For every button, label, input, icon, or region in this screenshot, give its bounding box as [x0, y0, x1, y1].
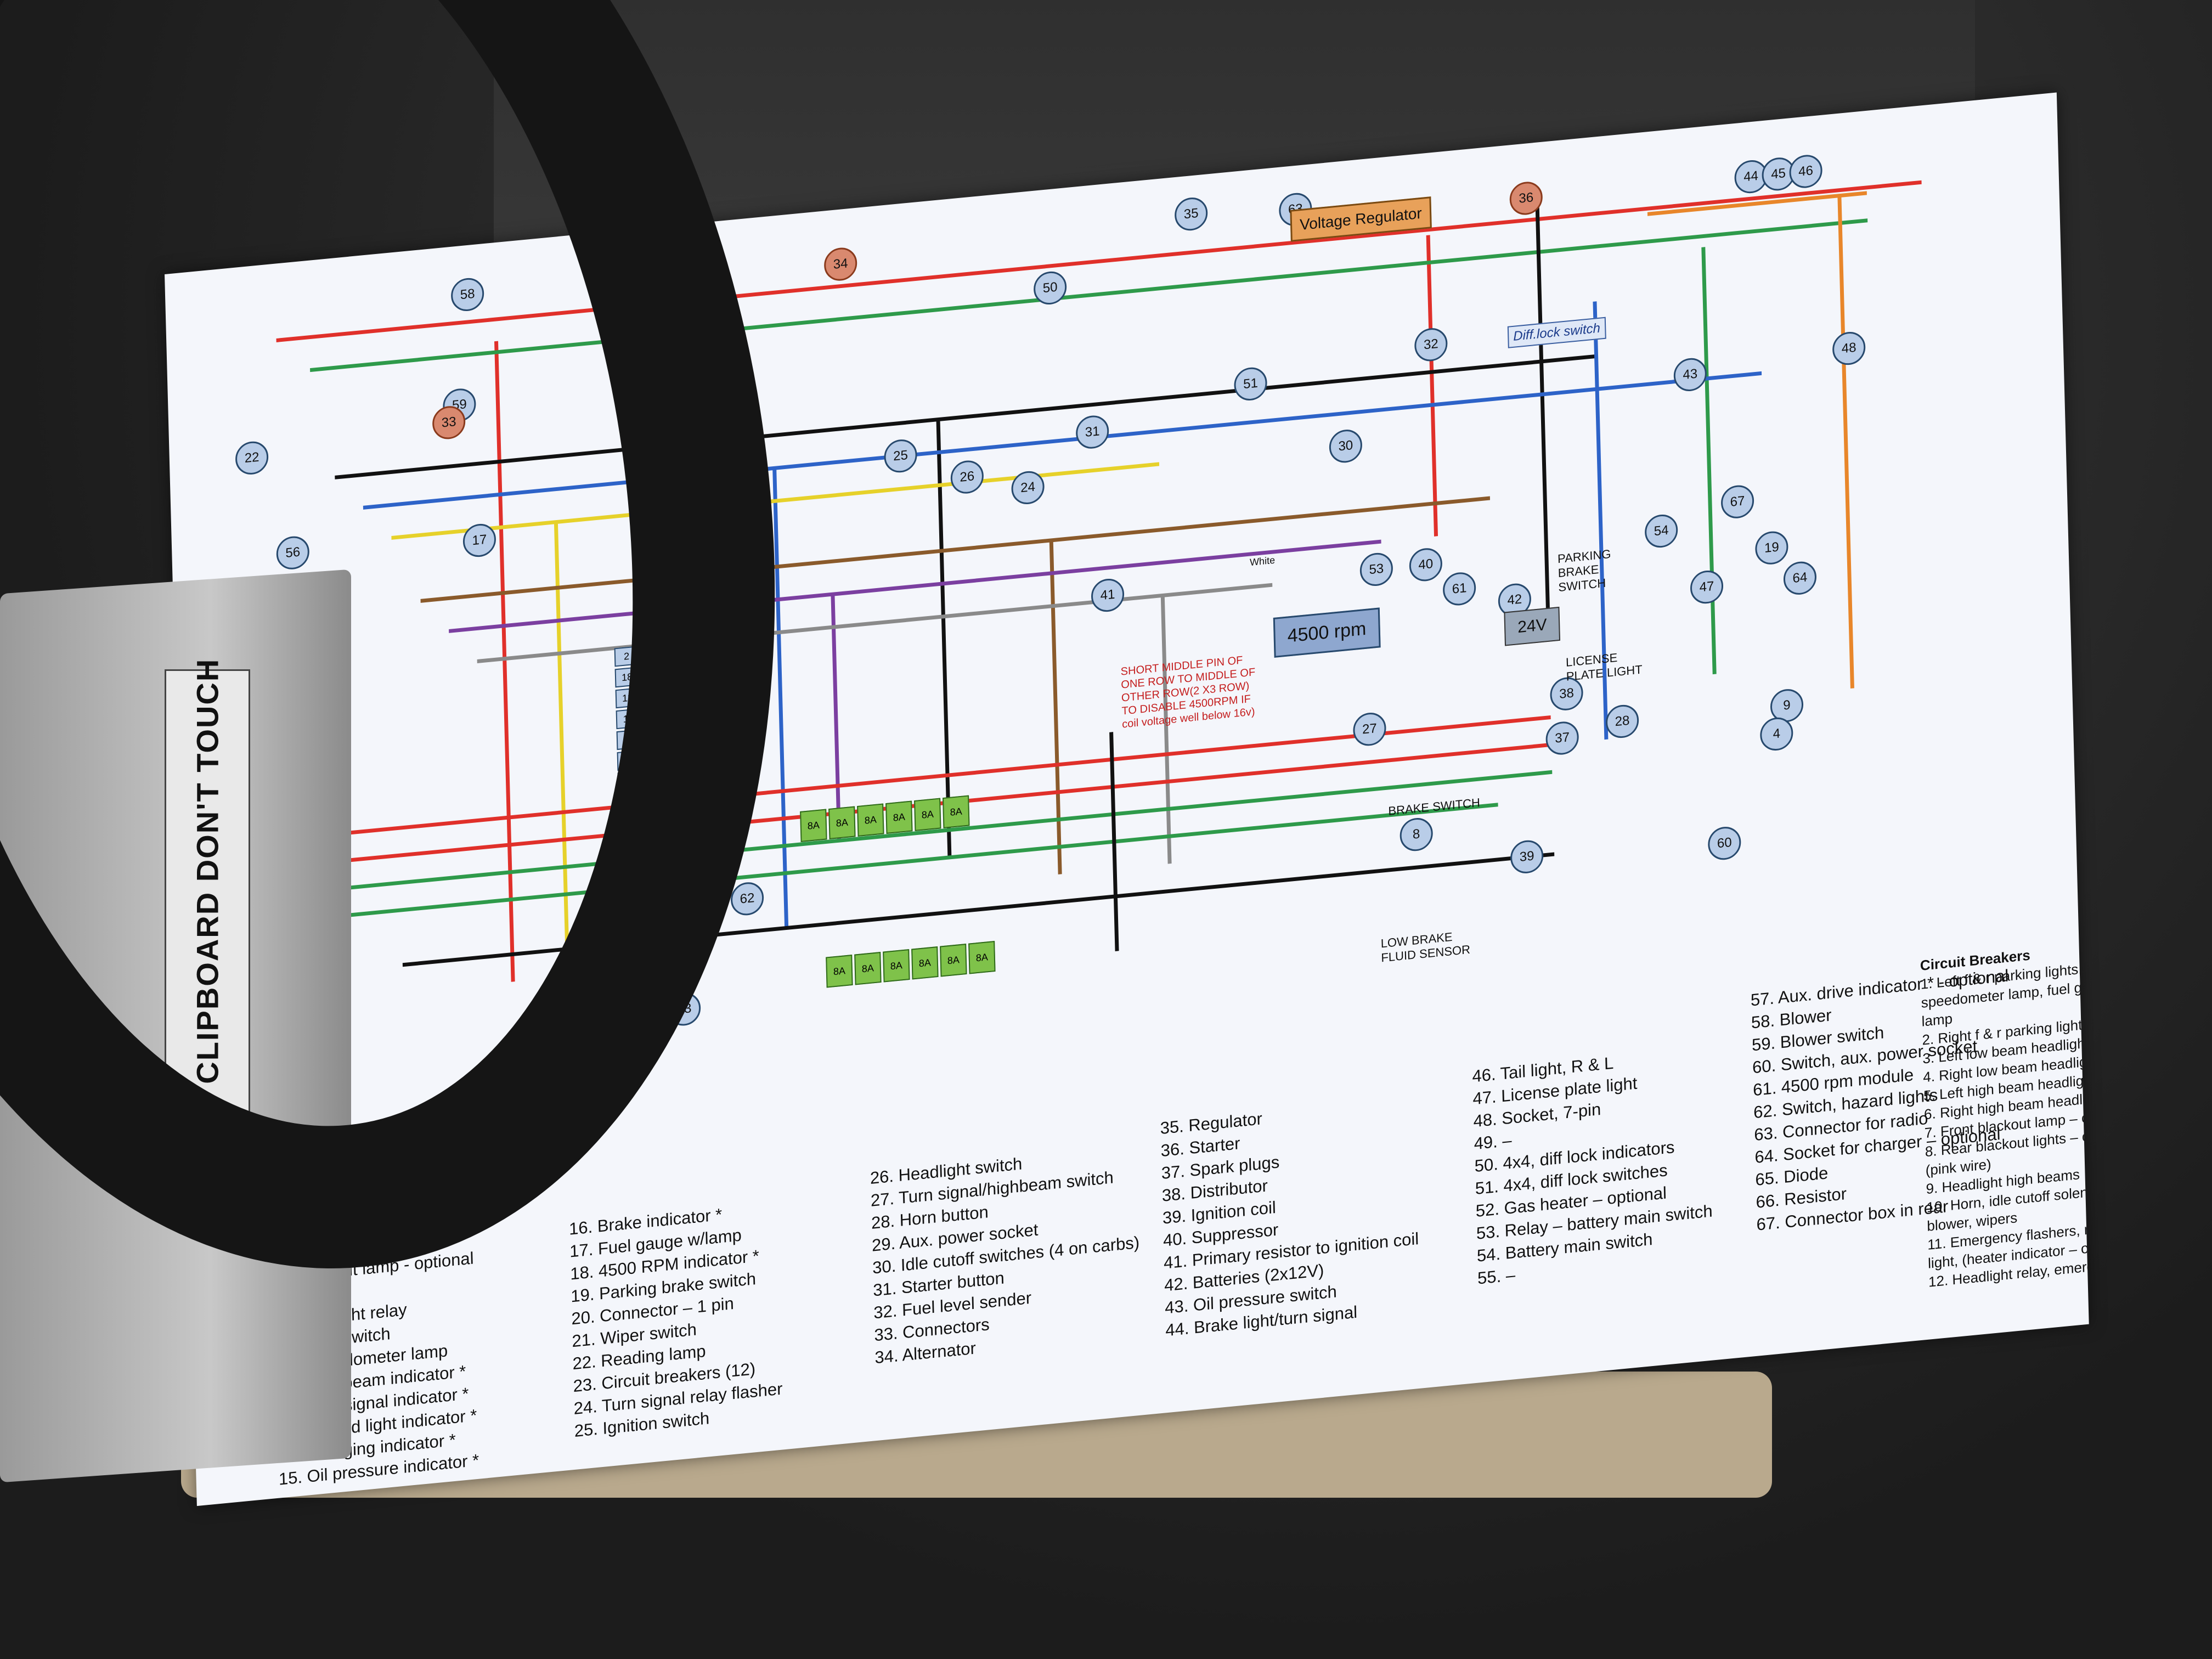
white-wire-label: White	[1249, 554, 1276, 568]
circuit-breaker: 8A	[800, 809, 827, 842]
wire-green-10	[345, 770, 1553, 918]
circuit-breaker: 8A	[885, 800, 913, 834]
circuit-breaker: 8A	[968, 941, 996, 974]
circuit-breaker: 8A	[857, 803, 884, 837]
battery-box: 24V	[1504, 606, 1561, 646]
circuit-breaker: 8A	[943, 795, 970, 828]
circuit-breaker: 8A	[911, 946, 939, 980]
wire-gray-7	[477, 583, 1273, 864]
rpm-disable-note: SHORT MIDDLE PIN OF ONE ROW TO MIDDLE OF…	[1120, 654, 1256, 731]
wire-orange-8	[1647, 191, 1867, 689]
circuit-breaker-list: Circuit Breakers 1. Left f & r parking l…	[1920, 936, 2089, 1291]
wire-black-11	[402, 732, 1555, 967]
circuit-breaker: 8A	[854, 952, 882, 985]
parking-brake-label: PARKING BRAKE SWITCH	[1557, 546, 1611, 595]
wire-black-2	[335, 197, 1596, 858]
clipboard-label: JIM'S CLIPBOARD DON'T TOUCH	[165, 658, 250, 1178]
circuit-breaker: 8A	[940, 944, 967, 977]
circuit-breaker: 8A	[826, 955, 853, 988]
wire-red-0	[276, 180, 1922, 982]
circuit-breaker: 8A	[883, 949, 910, 983]
legend-column-2: 16. Brake indicator *17. Fuel gauge w/la…	[569, 1198, 783, 1442]
circuit-breaker: 8A	[828, 806, 856, 839]
wiring-diagram-sheet: 5859223356172166652071024262562233450356…	[165, 92, 2089, 1506]
wiring-lines	[276, 180, 1922, 1005]
circuit-breaker: 8A	[914, 798, 941, 831]
wire-green-1	[310, 218, 1868, 972]
wire-blue-3	[363, 301, 1762, 928]
wire-purple-6	[449, 539, 1381, 841]
